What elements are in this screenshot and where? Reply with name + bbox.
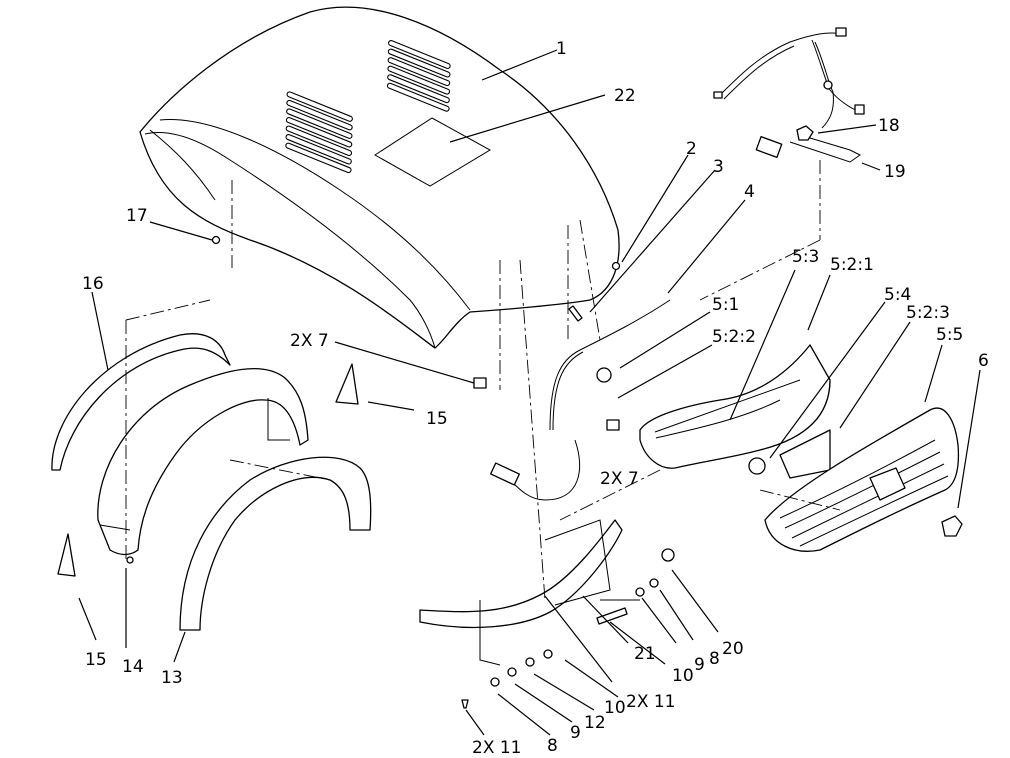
callout-15-upper: 15 (426, 409, 448, 429)
fasteners (211, 235, 675, 709)
spacer-upper (335, 363, 359, 405)
headlight-housing (639, 344, 831, 479)
callout-1: 1 (556, 39, 567, 59)
callout-10-right: 10 (672, 666, 694, 686)
phantom-lines (125, 160, 841, 601)
plug (941, 515, 963, 537)
wiring-harness-upper (713, 27, 865, 129)
callout-16: 16 (82, 274, 104, 294)
callout-4: 4 (744, 182, 755, 202)
callout-12: 12 (584, 713, 606, 733)
callout-9-right: 9 (694, 655, 705, 675)
callout-3: 3 (713, 157, 724, 177)
callout-19: 19 (884, 162, 906, 182)
hood (139, 6, 620, 349)
callout-2x7-lower: 2X 7 (600, 469, 639, 489)
callout-2x11-right: 2X 11 (626, 692, 676, 712)
callout-8-right: 8 (709, 649, 720, 669)
leader-lines (78, 49, 981, 736)
callout-20: 20 (722, 639, 744, 659)
callout-10-left: 10 (604, 698, 626, 718)
callout-17: 17 (126, 206, 148, 226)
headlight-wiring (473, 299, 671, 501)
hood-vents (285, 40, 451, 174)
callout-6: 6 (978, 351, 989, 371)
switch-and-bracket (755, 125, 861, 163)
callout-14: 14 (122, 657, 144, 677)
callout-8-left: 8 (547, 736, 558, 756)
fender-trim (51, 333, 231, 471)
callout-13: 13 (161, 668, 183, 688)
callout-18: 18 (878, 116, 900, 136)
support-frame (419, 519, 640, 666)
callout-5-3: 5:3 (792, 247, 819, 267)
inner-fender (97, 368, 309, 564)
callout-9-left: 9 (570, 723, 581, 743)
callout-labels: 1 22 2 3 4 17 16 18 19 5:3 5:2:1 5:1 5:2… (82, 39, 989, 758)
callout-2x11-left: 2X 11 (472, 738, 522, 758)
callout-5-2-3: 5:2:3 (906, 303, 950, 323)
callout-22: 22 (614, 86, 636, 106)
callout-2: 2 (686, 139, 697, 159)
spacer-lower (57, 533, 76, 577)
decal (374, 117, 492, 187)
outer-fender (179, 456, 372, 631)
callout-5-2-2: 5:2:2 (712, 327, 756, 347)
callout-5-1: 5:1 (712, 295, 739, 315)
callout-21: 21 (634, 644, 656, 664)
callout-2x7-upper: 2X 7 (290, 331, 329, 351)
callout-5-2-1: 5:2:1 (830, 255, 874, 275)
callout-15-lower: 15 (85, 650, 107, 670)
callout-5-4: 5:4 (884, 285, 911, 305)
callout-5-5: 5:5 (936, 325, 963, 345)
grille (764, 407, 960, 552)
